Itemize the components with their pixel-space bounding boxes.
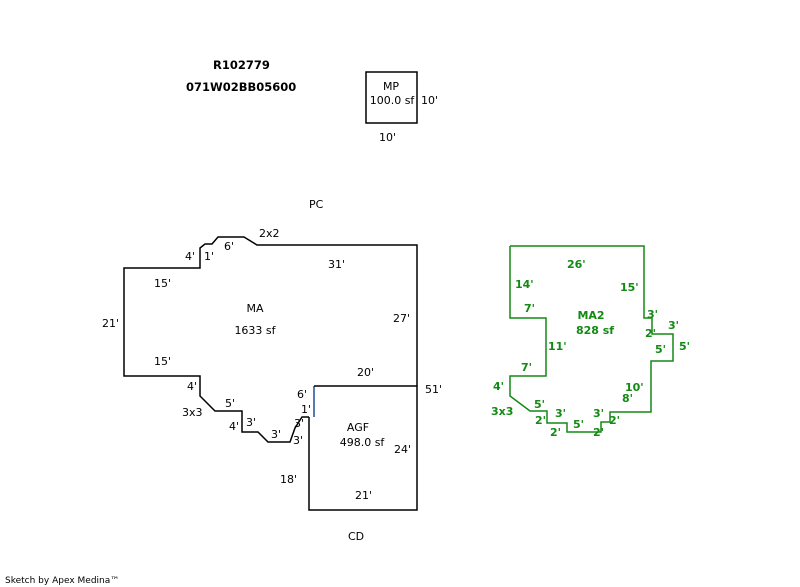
ma-dim: 20': [357, 366, 374, 379]
parcel-id: 071W02BB05600: [186, 80, 296, 94]
ma2-area: 828 sf: [576, 324, 614, 337]
ma-dim: 51': [425, 383, 442, 396]
ma2-dim: 3': [593, 407, 604, 420]
ma-dim: 15': [154, 355, 171, 368]
agf-area: 498.0 sf: [340, 436, 386, 449]
ma2-dim: 11': [548, 340, 567, 353]
ma-label: MA: [246, 302, 263, 315]
mp-dim-right: 10': [421, 94, 438, 107]
ma2-dim: 2': [535, 414, 546, 427]
ma2-dim: 8': [622, 392, 633, 405]
ma2-dim: 3': [555, 407, 566, 420]
ma-dim: 4': [185, 250, 195, 263]
ma-dim: 3': [294, 417, 304, 430]
agf-dim: 24': [394, 443, 411, 456]
mp-area: 100.0 sf: [370, 94, 416, 107]
pc-label: PC: [309, 198, 324, 211]
mp-dim-bottom: 10': [379, 131, 396, 144]
ma-dim: 6': [224, 240, 234, 253]
ma2-dim: 7': [521, 361, 532, 374]
cd-label: CD: [348, 530, 364, 543]
ma2-dim: 15': [620, 281, 639, 294]
mp-outline: [365, 71, 418, 124]
agf-outline: [308, 385, 418, 511]
ma2-dim: 2': [645, 327, 656, 340]
ma-dim: 2x2: [259, 227, 280, 240]
ma2-dim: 26': [567, 258, 586, 271]
ma2-dim: 2': [593, 426, 604, 439]
ma-dim: 3': [293, 434, 303, 447]
footer-credit: Sketch by Apex Medina™: [5, 576, 119, 586]
ma-dim: 3x3: [182, 406, 203, 419]
record-id: R102779: [213, 58, 270, 72]
ma-dim: 4': [187, 380, 197, 393]
ma2-dim: 5': [534, 398, 545, 411]
ma-dim: 5': [225, 397, 235, 410]
ma-outline: [123, 236, 418, 443]
agf-dim: 18': [280, 473, 297, 486]
ma-dim: 31': [328, 258, 345, 271]
agf-label: AGF: [347, 421, 369, 434]
ma-dim: 6': [297, 388, 307, 401]
ma-dim: 4': [229, 420, 239, 433]
ma-area: 1633 sf: [234, 324, 276, 337]
ma2-dim: 2': [550, 426, 561, 439]
ma-dim: 21': [102, 317, 119, 330]
ma2-outline: [509, 245, 674, 433]
ma2-label: MA2: [577, 309, 604, 322]
agf-dim: 21': [355, 489, 372, 502]
ma2-dim: 5': [573, 418, 584, 431]
ma2-dim: 14': [515, 278, 534, 291]
ma-dim: 3': [246, 416, 256, 429]
ma2-dim: 7': [524, 302, 535, 315]
ma-dim: 15': [154, 277, 171, 290]
ma2-dim: 10': [625, 381, 644, 394]
ma-dim: 1': [204, 250, 214, 263]
ma2-dim: 5': [679, 340, 690, 353]
ma2-dim: 3x3: [491, 405, 513, 418]
ma2-dim: 3': [647, 308, 658, 321]
ma-dim: 27': [393, 312, 410, 325]
ma-dim: 3': [271, 428, 281, 441]
ma2-dim: 5': [655, 343, 666, 356]
ma2-dim: 3': [668, 319, 679, 332]
ma2-dim: 2': [609, 414, 620, 427]
ma2-dim: 4': [493, 380, 504, 393]
mp-label: MP: [383, 80, 399, 93]
ma-dim: 1': [301, 403, 311, 416]
